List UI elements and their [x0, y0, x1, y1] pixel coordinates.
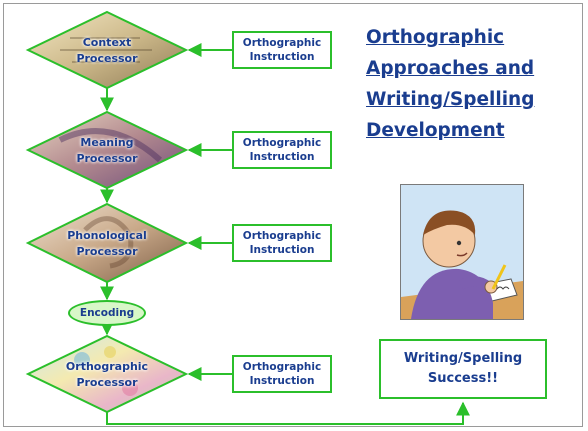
- quill-texture-icon: [58, 128, 163, 163]
- instruction-box-1: Orthographic Instruction: [232, 31, 332, 69]
- ear-texture-icon: [83, 216, 134, 269]
- arrow-orthographic-to-success: [106, 401, 470, 425]
- instruction-box-3: Orthographic Instruction: [232, 224, 332, 262]
- encoding-ellipse: Encoding: [68, 300, 146, 326]
- writing-spelling-success-box: Writing/Spelling Success!!: [379, 339, 547, 399]
- letters-texture-icon: [74, 346, 138, 396]
- slide-title: Orthographic Approaches and Writing/Spel…: [366, 27, 535, 141]
- instruction-box-4: Orthographic Instruction: [232, 355, 332, 393]
- newspaper-texture-icon: [60, 37, 152, 63]
- instruction-box-2: Orthographic Instruction: [232, 131, 332, 169]
- child-writing-icon: [400, 184, 524, 320]
- encoding-label: Encoding: [79, 307, 135, 319]
